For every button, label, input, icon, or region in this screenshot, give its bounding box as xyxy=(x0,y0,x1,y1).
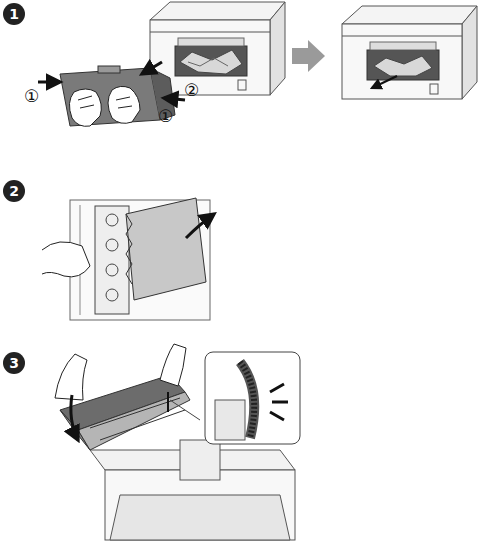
push-arrow xyxy=(38,81,60,84)
step-number-text: 1 xyxy=(9,6,19,22)
next-arrow xyxy=(292,40,325,72)
step-number-text: 3 xyxy=(9,355,19,371)
pull-arrow xyxy=(142,62,162,74)
push-arrow xyxy=(164,98,185,100)
hinge-inset xyxy=(170,352,300,444)
step-number: 2 xyxy=(3,180,25,202)
step-number-text: 2 xyxy=(9,183,19,199)
callout-number: ② xyxy=(184,82,199,99)
callout-number: ① xyxy=(24,88,39,105)
step-number: 3 xyxy=(3,352,25,374)
rear-cover xyxy=(60,66,175,126)
callout-number: ① xyxy=(158,108,173,125)
printer-rear-open xyxy=(42,198,214,320)
step-number: 1 xyxy=(3,3,25,25)
printer-rear xyxy=(342,6,477,99)
